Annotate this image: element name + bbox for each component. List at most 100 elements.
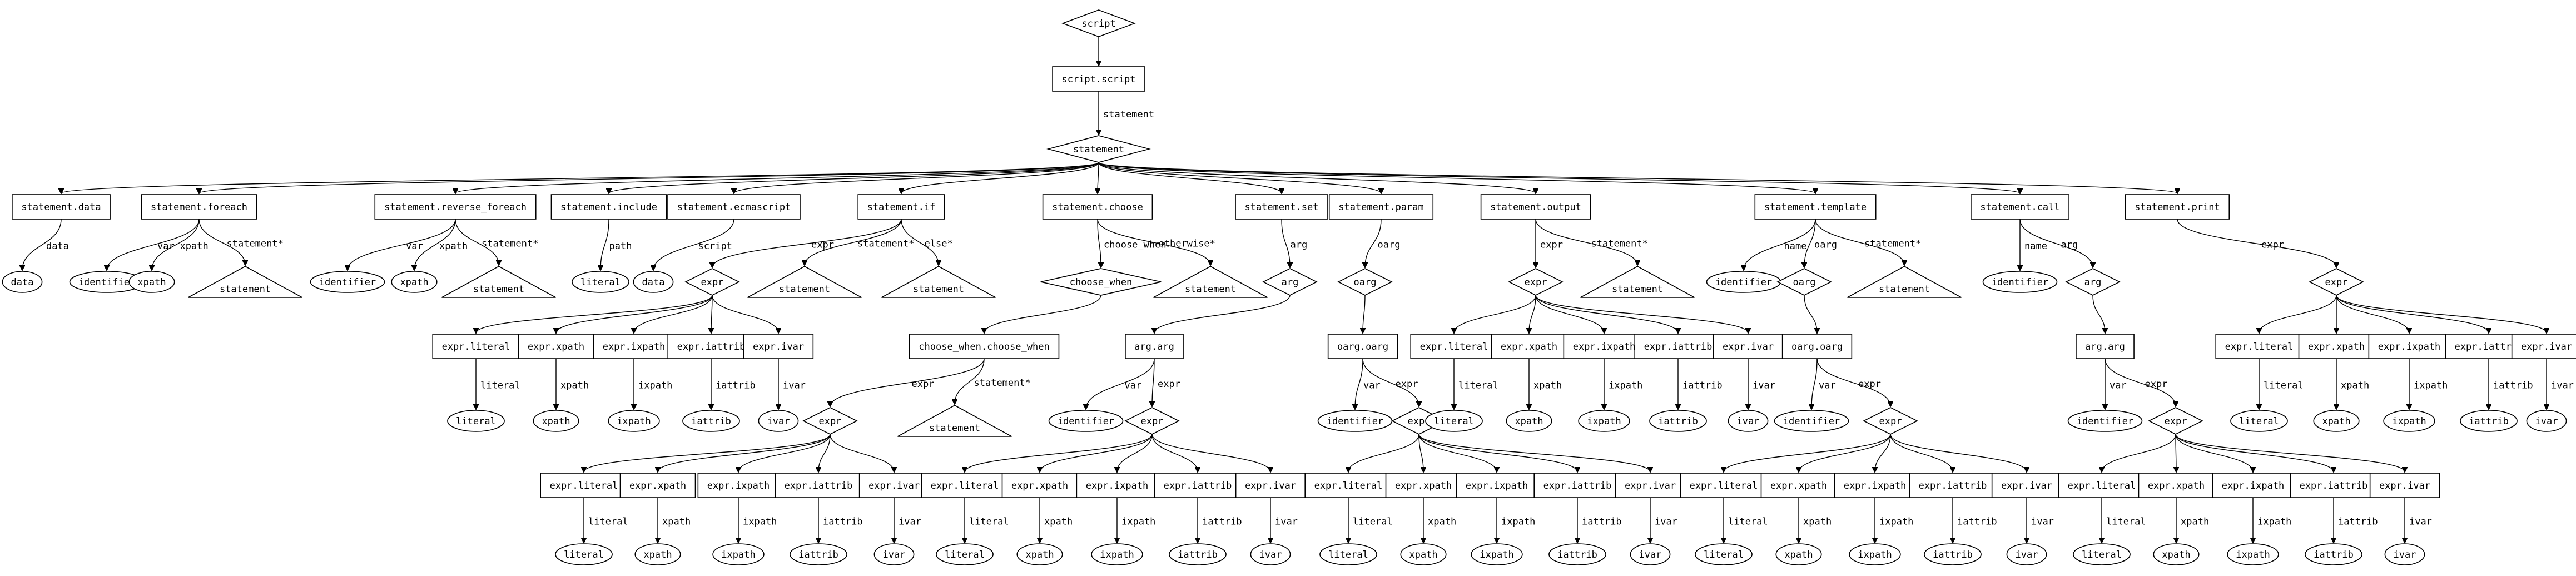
node-label: expr.ixpath (2378, 341, 2441, 352)
node-ellipse-a2_id: identifier (2067, 410, 2143, 432)
node-triangle (188, 266, 302, 298)
node-diamond (1508, 268, 1564, 296)
edge-label: iattrib (2338, 517, 2378, 528)
node-label: expr.literal (931, 480, 999, 491)
node-label: ixpath (2236, 549, 2270, 560)
node-ellipse (873, 543, 915, 565)
edge-if_expr-if_ei (634, 295, 713, 333)
node-box (1385, 473, 1462, 498)
node-triangle-out_st: statement (1580, 266, 1695, 298)
node-label: expr.ixpath (1844, 480, 1907, 491)
node-ellipse-if_i: ixpath (608, 410, 660, 432)
node-ellipse-out_i: ixpath (1578, 410, 1630, 432)
edge-statement-schoose (1098, 162, 1099, 193)
node-label: expr.ivar (2001, 480, 2052, 491)
node-box (1125, 334, 1184, 359)
edge-sforeach-fe_xp (152, 219, 200, 270)
node-box (2138, 473, 2215, 498)
node-label: choose_when (1070, 277, 1133, 288)
node-ellipse (1016, 543, 1063, 565)
edge-argarg2-a2_expr (2105, 358, 2176, 406)
node-box-if_ex: expr.xpath (518, 334, 594, 359)
edges-layer: statement data var xpath statement* var xpath s… (22, 37, 2574, 543)
node-label: statement (1185, 284, 1236, 295)
node-box (858, 473, 930, 498)
node-box-a2_ei: expr.ixpath (2212, 473, 2294, 498)
edge-a1_expr-a1_el (965, 434, 1153, 472)
node-box (619, 473, 696, 498)
node-ellipse-a1_v: ivar (1250, 543, 1291, 565)
edge-label: xpath (1533, 380, 1562, 391)
node-label: identifier (2077, 416, 2133, 427)
node-triangle (1847, 266, 1962, 298)
node-box-pr_ex: expr.xpath (2298, 334, 2375, 359)
node-label: literal (564, 549, 604, 560)
node-label: expr (819, 416, 842, 427)
node-box (2058, 473, 2146, 498)
edge-label: var (1125, 380, 1142, 391)
node-ellipse (572, 271, 629, 293)
node-label: expr.xpath (1011, 480, 1068, 491)
node-box (1909, 473, 1997, 498)
node-diamond-a1_expr: expr (1124, 407, 1180, 435)
node-triangle-t_st: statement (1847, 266, 1962, 298)
node-ellipse-a2_x: xpath (2153, 543, 2200, 565)
node-ellipse (2073, 543, 2131, 565)
node-label: identifier (78, 277, 135, 288)
edge-label: xpath (1044, 517, 1073, 528)
node-ellipse-if_x: xpath (533, 410, 579, 432)
node-box (775, 473, 862, 498)
node-label: statement.ecmascript (677, 202, 791, 213)
node-ellipse-out_v: ivar (1728, 410, 1769, 432)
edge-label: ixpath (1609, 380, 1642, 391)
node-box-o2_ex: expr.xpath (1760, 473, 1837, 498)
node-label: expr.xpath (629, 480, 686, 491)
edge-cw_expr-cw_ei (738, 434, 831, 472)
node-ellipse-a2_l: literal (2073, 543, 2131, 565)
node-diamond-p_oarg: oarg (1337, 268, 1393, 296)
edge-label: ixpath (2257, 517, 2291, 528)
edge-sforeach-fe_id (107, 219, 200, 270)
edge-label: script (698, 241, 732, 252)
node-label: data (642, 277, 665, 288)
node-box-out_el: expr.literal (1410, 334, 1498, 359)
node-box-o2_ei: expr.ixpath (1834, 473, 1916, 498)
node-label: statement (929, 423, 980, 434)
node-label: statement (913, 284, 964, 295)
edge-srev-rf_id (348, 219, 456, 270)
node-ellipse-t_id: identifier (1706, 271, 1781, 293)
node-ellipse (1250, 543, 1291, 565)
node-ellipse-o1_x: xpath (1400, 543, 1447, 565)
edge-label: iattrib (1682, 380, 1723, 391)
node-ellipse-cw_a: iattrib (790, 543, 847, 565)
node-box (1042, 194, 1153, 220)
edge-cw_expr-cw_ev (830, 434, 894, 472)
edge-label: statement* (1591, 239, 1648, 250)
edge-label: iattrib (1202, 517, 1242, 528)
node-diamond (1776, 268, 1832, 296)
node-label: literal (2239, 416, 2279, 427)
edge-label: var (2110, 380, 2127, 391)
edge-cwcw-cw_expr (830, 358, 985, 406)
edge-stemplate-t_st (1815, 219, 1904, 265)
node-ellipse (608, 410, 660, 432)
edge-sinclude-inc_lit (600, 219, 609, 270)
node-ellipse-inc_lit: literal (572, 271, 629, 293)
node-label: ivar (2535, 416, 2558, 427)
edge-o1_expr-o1_ea (1418, 434, 1577, 472)
node-box (1480, 194, 1591, 220)
edge-argarg1-a1_expr (1152, 358, 1154, 406)
node-ellipse-o2_v: ivar (2006, 543, 2047, 565)
node-label: iattrib (798, 549, 838, 560)
edge-o2_expr-o2_ea (1890, 434, 1953, 472)
node-box (2212, 473, 2294, 498)
node-ellipse (633, 271, 674, 293)
node-label: iattrib (2314, 549, 2354, 560)
node-box (1235, 194, 1328, 220)
edge-sset-set_arg (1281, 219, 1290, 267)
node-label: script.script (1061, 74, 1135, 85)
edge-label: xpath (180, 241, 209, 252)
node-box-sset: statement.set (1235, 194, 1328, 220)
edge-oarg2-o2_id (1811, 358, 1818, 409)
